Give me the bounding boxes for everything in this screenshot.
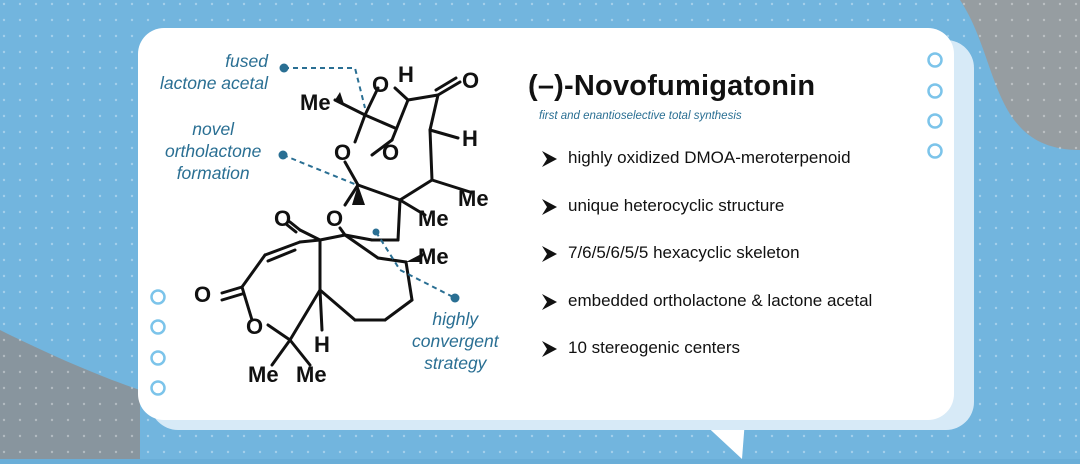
annotation-convergent-strategy: highly convergent strategy: [412, 308, 499, 374]
annotation-fused-lactone-acetal: fused lactone acetal: [160, 50, 268, 94]
arrowhead-bullet-icon: [540, 338, 568, 358]
atom-label-me: Me: [418, 244, 449, 269]
compound-title: (–)-Novofumigatonin: [528, 70, 816, 102]
feature-list: highly oxidized DMOA-meroterpenoid uniqu…: [540, 148, 872, 386]
atom-label-o: O: [274, 206, 291, 231]
atom-label-me: Me: [248, 362, 279, 387]
circle-decoration-icon: [150, 380, 166, 396]
atom-label-me: Me: [300, 90, 331, 115]
feature-text: embedded ortholactone & lactone acetal: [568, 290, 873, 310]
atom-label-o: O: [382, 140, 399, 165]
arrowhead-bullet-icon: [540, 243, 568, 263]
annotation-line: convergent: [412, 331, 499, 351]
annotation-line: fused: [225, 51, 268, 71]
annotation-line: highly: [432, 309, 479, 329]
annotation-novel-ortholactone: novel ortholactone formation: [165, 118, 261, 184]
feature-item: 10 stereogenic centers: [540, 338, 872, 386]
annotation-line: lactone acetal: [160, 73, 268, 93]
annotation-line: formation: [176, 163, 250, 183]
atom-label-me: Me: [418, 206, 449, 231]
atom-label-o: O: [462, 68, 479, 93]
circle-decoration-icon: [150, 319, 166, 335]
atom-label-h: H: [398, 62, 414, 87]
atom-label-o: O: [326, 206, 343, 231]
feature-text: highly oxidized DMOA-meroterpenoid: [568, 148, 851, 167]
circle-decoration-icon: [927, 52, 943, 68]
atom-label-o: O: [334, 140, 351, 165]
circle-decoration-icon: [150, 350, 166, 366]
atom-label-o: O: [372, 72, 389, 97]
annotation-line: novel: [192, 119, 235, 139]
atom-label-me: Me: [296, 362, 327, 387]
atom-label-me: Me: [458, 186, 489, 211]
feature-item: 7/6/5/6/5/5 hexacyclic skeleton: [540, 243, 872, 291]
arrowhead-bullet-icon: [540, 291, 568, 311]
feature-item: unique heterocyclic structure: [540, 196, 872, 244]
circle-decoration-icon: [927, 113, 943, 129]
feature-text: unique heterocyclic structure: [568, 195, 785, 215]
atom-label-o: O: [194, 282, 211, 307]
atom-label-o: O: [246, 314, 263, 339]
feature-text: 7/6/5/6/5/5 hexacyclic skeleton: [568, 243, 800, 262]
feature-item: embedded ortholactone & lactone acetal: [540, 291, 872, 339]
feature-item: highly oxidized DMOA-meroterpenoid: [540, 148, 872, 196]
circle-decoration-icon: [150, 289, 166, 305]
annotation-line: strategy: [424, 353, 487, 373]
atom-label-h: H: [314, 332, 330, 357]
arrowhead-bullet-icon: [540, 196, 568, 216]
arrowhead-bullet-icon: [540, 148, 568, 168]
atom-label-h: H: [462, 126, 478, 151]
compound-subtitle: first and enantioselective total synthes…: [539, 110, 742, 122]
feature-text: 10 stereogenic centers: [568, 338, 740, 357]
circle-decoration-icon: [927, 143, 943, 159]
circle-decoration-icon: [927, 83, 943, 99]
annotation-line: ortholactone: [165, 141, 262, 161]
